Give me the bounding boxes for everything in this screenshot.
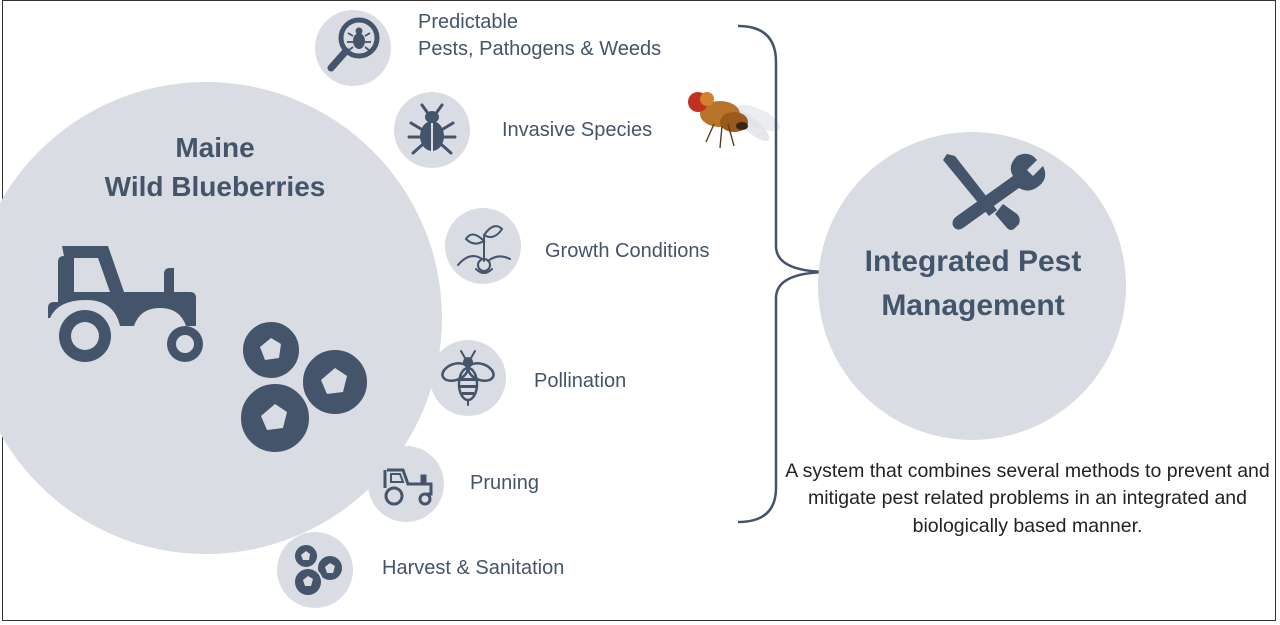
invasive-species-label: Invasive Species — [502, 119, 653, 141]
fruit-fly-icon — [688, 92, 781, 149]
bee-icon — [441, 350, 495, 406]
ipm-title-line2: Management — [881, 288, 1065, 322]
pruning-label: Pruning — [470, 472, 539, 494]
tractor-icon — [48, 246, 203, 362]
ipm-title: Integrated Pest Management — [848, 240, 1098, 327]
tools-icon — [943, 153, 1046, 230]
left-title-line2: Wild Blueberries — [104, 171, 326, 203]
left-title-line1: Maine — [175, 132, 255, 163]
blueberries-small-icon — [293, 543, 344, 597]
sprout-icon — [457, 225, 511, 274]
blueberries-icon — [237, 318, 371, 456]
ipm-description: A system that combines several methods t… — [785, 460, 1270, 537]
growth-conditions-label: Growth Conditions — [545, 240, 710, 262]
ipm-title-line1: Integrated Pest — [864, 245, 1082, 278]
bug-icon — [407, 103, 457, 155]
maine-blueberries-title: Maine Wild Blueberries — [60, 128, 370, 206]
harvest-sanitation-label: Harvest & Sanitation — [382, 557, 565, 579]
predictable-label-line1: Predictable — [418, 11, 519, 33]
magnifier-bug-icon — [327, 17, 380, 72]
predictable-pests-label: Predictable Pests, Pathogens & Weeds — [418, 9, 661, 63]
tractor-small-icon — [383, 468, 433, 506]
predictable-label-line2: Pests, Pathogens & Weeds — [418, 38, 662, 60]
pollination-label: Pollination — [534, 370, 627, 392]
